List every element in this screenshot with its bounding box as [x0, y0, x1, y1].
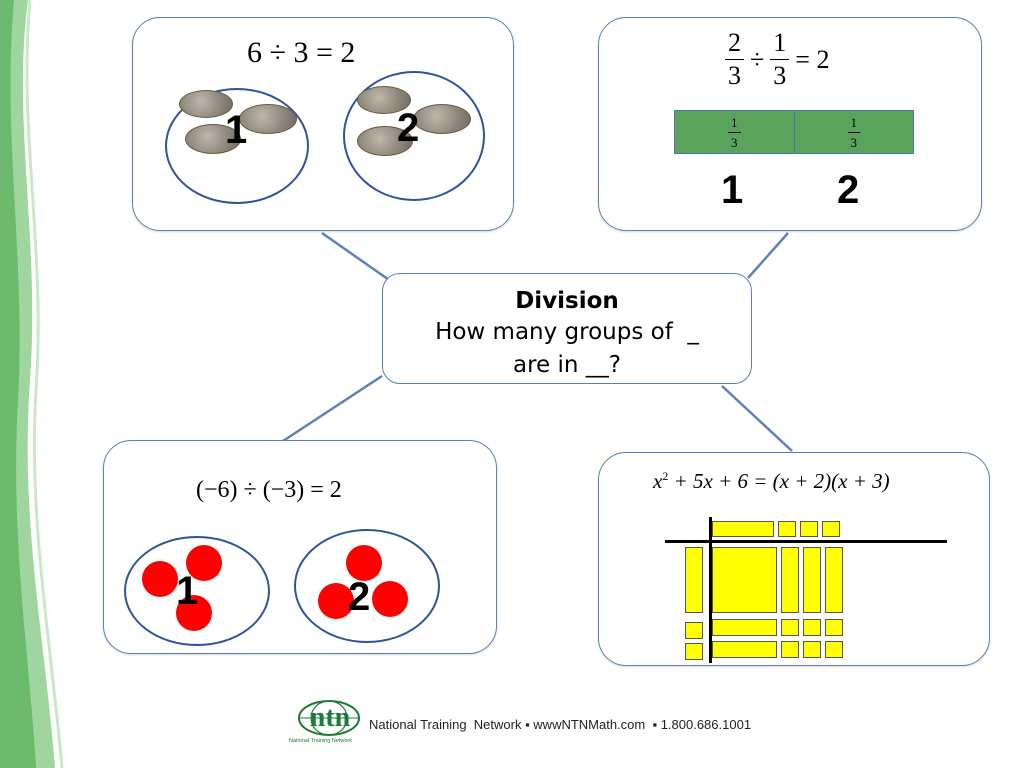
equation-negative-division: (−6) ÷ (−3) = 2: [196, 477, 342, 503]
group-label-2: 2: [837, 168, 860, 212]
x-tile: [781, 547, 799, 613]
x-tile: [712, 619, 777, 636]
group-label-2: 2: [348, 575, 371, 619]
connector-bottom-left: [282, 374, 383, 443]
unit-tile: [685, 622, 703, 639]
panel-integer-division: (−6) ÷ (−3) = 2 1 2: [103, 440, 497, 654]
unit-tile: [685, 643, 703, 660]
footer: ntn National Training Network National T…: [289, 700, 795, 750]
division-question-line2: are in __?: [513, 352, 621, 378]
vertical-axis: [709, 517, 712, 663]
counter-chip: [357, 126, 413, 156]
x-tile: [803, 547, 821, 613]
unit-tile: [781, 641, 799, 658]
footer-contact-text: National Training Network ▪ wwwNTNMath.c…: [369, 717, 752, 732]
equation-factoring: x2 + 5x + 6 = (x + 2)(x + 3): [653, 469, 890, 493]
group-label-2: 2: [397, 106, 420, 150]
group-label-1: 1: [225, 108, 248, 152]
x-squared-tile: [712, 547, 777, 613]
x-tile: [825, 547, 843, 613]
unit-tile: [822, 521, 840, 537]
counter-chip: [185, 124, 241, 154]
unit-tile: [781, 619, 799, 636]
connector-bottom-right: [721, 385, 793, 452]
division-sign: ÷: [750, 44, 765, 74]
unit-tile: [800, 521, 818, 537]
x-tile: [712, 521, 774, 537]
counter-chip: [357, 86, 411, 114]
connector-top-right: [747, 232, 789, 279]
group-circle-2: [343, 71, 485, 201]
x-tile: [712, 641, 777, 658]
logo-subtitle: National Training Network: [289, 738, 352, 744]
unit-tile: [778, 521, 796, 537]
red-counter: [176, 595, 212, 631]
panel-whole-number-division: 6 ÷ 3 = 2 1 2: [132, 17, 514, 231]
equation-6-div-3: 6 ÷ 3 = 2: [247, 36, 356, 69]
x-tile: [685, 547, 703, 613]
connector-top-left: [321, 231, 393, 284]
unit-tile: [825, 619, 843, 636]
division-question-line1: How many groups of _: [435, 319, 699, 345]
division-title: Division: [515, 288, 619, 314]
red-counter: [372, 581, 408, 617]
red-counter: [318, 583, 354, 619]
left-decorative-band: [0, 0, 69, 768]
counter-chip: [413, 104, 471, 134]
red-counter: [142, 561, 178, 597]
group-circle-1: [124, 536, 270, 646]
red-counter: [346, 545, 382, 581]
red-counter: [186, 545, 222, 581]
group-circle-1: [165, 88, 309, 204]
logo-text: ntn: [309, 702, 351, 733]
counter-chip: [239, 104, 297, 134]
group-label-1: 1: [176, 569, 199, 613]
unit-tile: [825, 641, 843, 658]
division-prompt-box: Division How many groups of _ are in __?: [382, 273, 752, 384]
horizontal-axis: [665, 540, 947, 543]
group-label-1: 1: [721, 168, 744, 212]
panel-algebra-tiles: x2 + 5x + 6 = (x + 2)(x + 3): [598, 452, 990, 666]
equation-result: = 2: [795, 44, 830, 74]
unit-tile: [803, 619, 821, 636]
ntn-logo-icon: [298, 700, 360, 736]
counter-chip: [179, 90, 233, 118]
group-circle-2: [294, 529, 440, 643]
unit-tile: [803, 641, 821, 658]
